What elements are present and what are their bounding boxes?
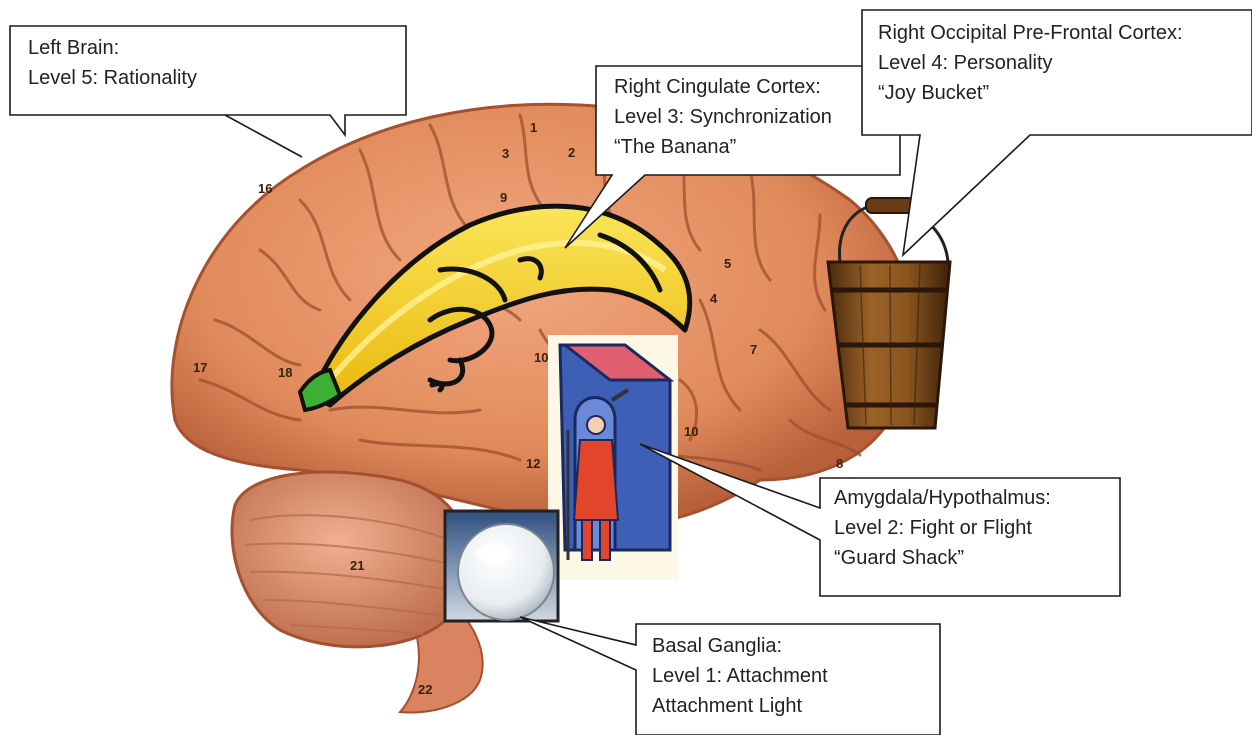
callout-title: Basal Ganglia:	[652, 631, 828, 661]
region-number: 16	[258, 181, 272, 196]
callout-level: Level 2: Fight or Flight	[834, 513, 1051, 543]
callout-amygdala-text: Amygdala/Hypothalmus: Level 2: Fight or …	[834, 483, 1051, 573]
callout-symbol: “Joy Bucket”	[878, 78, 1183, 108]
region-number: 5	[724, 256, 731, 271]
region-number: 9	[500, 190, 507, 205]
callout-title: Right Cingulate Cortex:	[614, 72, 832, 102]
region-number: 18	[278, 365, 292, 380]
region-number: 8	[836, 456, 843, 471]
callout-symbol: “Guard Shack”	[834, 543, 1051, 573]
callout-title: Amygdala/Hypothalmus:	[834, 483, 1051, 513]
guard-shack-icon	[548, 335, 678, 580]
attachment-light-icon	[445, 511, 558, 621]
region-number: 10	[684, 424, 698, 439]
callout-level: Level 4: Personality	[878, 48, 1183, 78]
region-number: 22	[418, 682, 432, 697]
callout-symbol: Attachment Light	[652, 691, 828, 721]
region-number: 21	[350, 558, 364, 573]
callout-title: Left Brain:	[28, 33, 197, 63]
region-number: 10	[534, 350, 548, 365]
callout-basal-text: Basal Ganglia: Level 1: Attachment Attac…	[652, 631, 828, 721]
callout-cingulate-text: Right Cingulate Cortex: Level 3: Synchro…	[614, 72, 832, 162]
callout-level: Level 1: Attachment	[652, 661, 828, 691]
callout-occipital-text: Right Occipital Pre-Frontal Cortex: Leve…	[878, 18, 1183, 108]
callout-symbol: “The Banana”	[614, 132, 832, 162]
region-number: 12	[526, 456, 540, 471]
region-number: 4	[710, 291, 718, 306]
callout-left-brain-text: Left Brain: Level 5: Rationality	[28, 33, 197, 93]
callout-level: Level 5: Rationality	[28, 63, 197, 93]
region-number: 7	[750, 342, 757, 357]
callout-level: Level 3: Synchronization	[614, 102, 832, 132]
region-number: 3	[502, 146, 509, 161]
region-number: 2	[568, 145, 575, 160]
region-number: 1	[530, 120, 537, 135]
region-number: 17	[193, 360, 207, 375]
callout-title: Right Occipital Pre-Frontal Cortex:	[878, 18, 1183, 48]
